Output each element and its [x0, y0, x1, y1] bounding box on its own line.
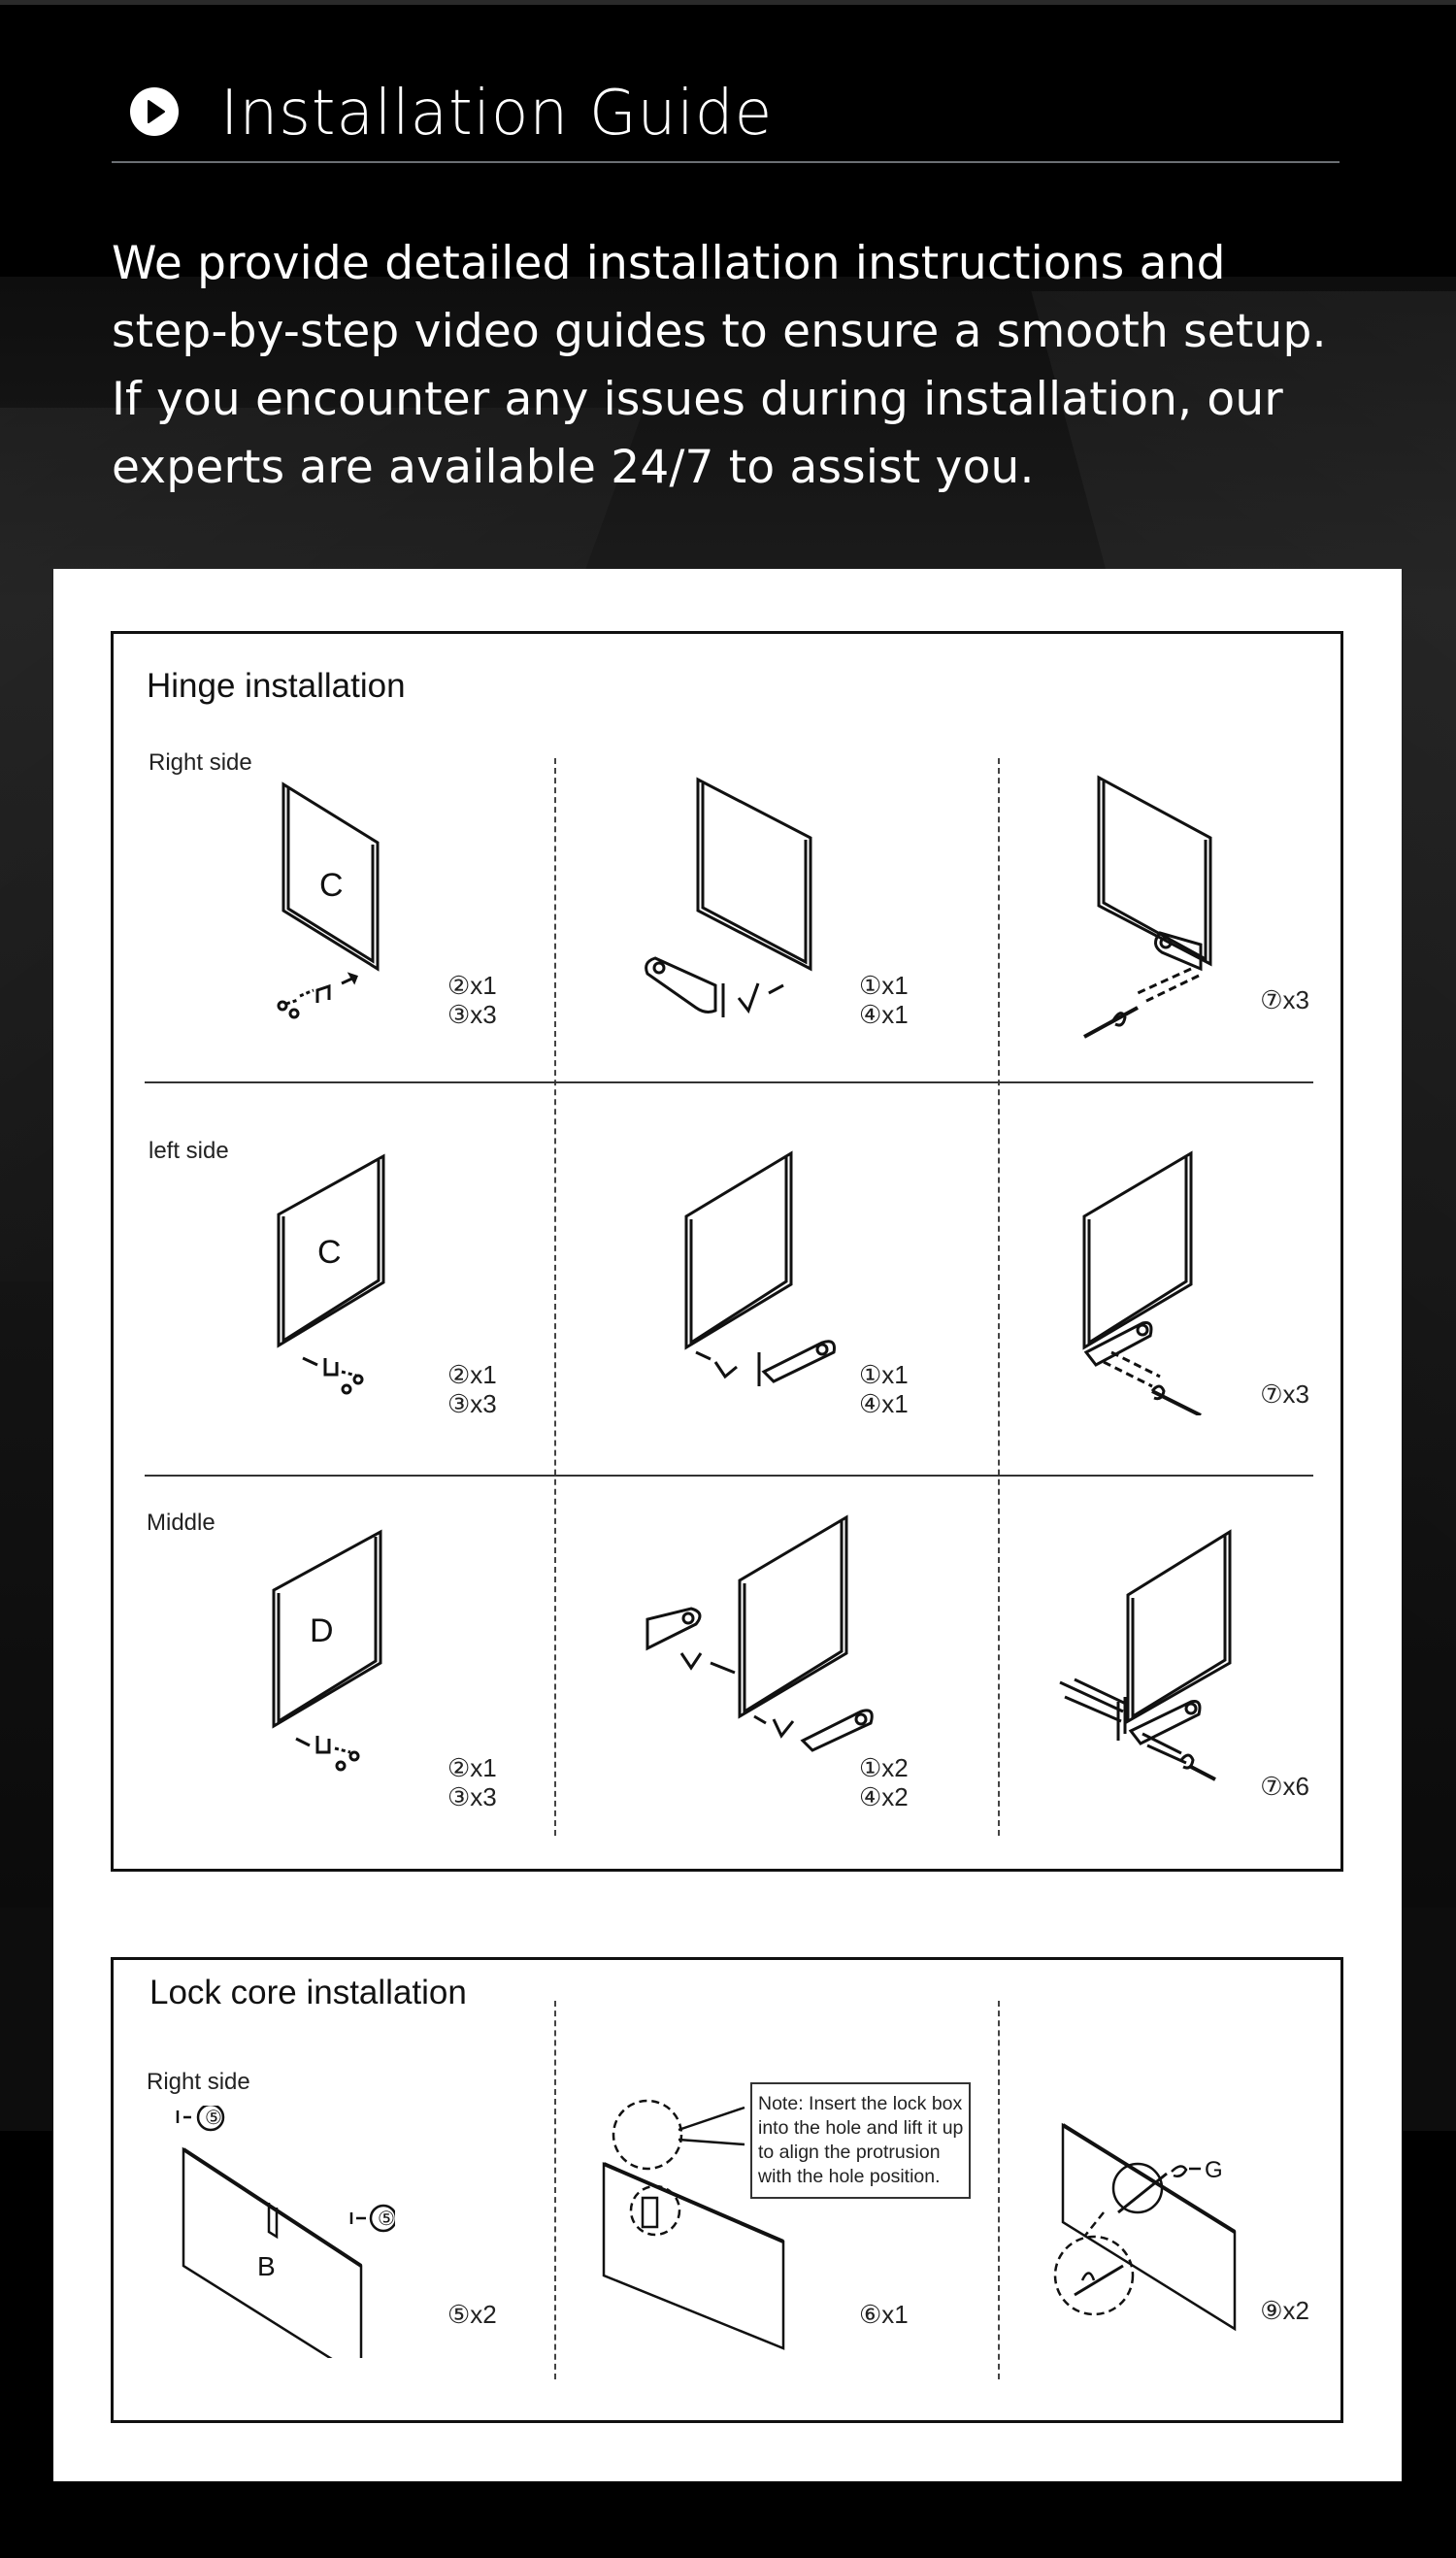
screw-fixing-diagram [1083, 775, 1212, 1039]
intro-line: step-by-step video guides to ensure a sm… [112, 305, 1327, 358]
panel-b-lock-diagram: ⑤ ⑤ B [176, 2106, 395, 2358]
play-circle-icon[interactable] [130, 87, 179, 136]
hinge-attach-diagram [645, 777, 812, 1017]
column-divider [554, 2001, 556, 2379]
panel-d-hinge-diagram: D [272, 1529, 382, 1772]
svg-text:B: B [257, 2251, 276, 2281]
part-quantity: ⑦x6 [1260, 1772, 1309, 1801]
row-label-middle: Middle [147, 1510, 215, 1536]
intro-line: We provide detailed installation instruc… [112, 237, 1226, 290]
screw-fixing-diagram [1082, 1150, 1202, 1415]
svg-text:G: G [1205, 2157, 1223, 2183]
row-label-left-side: left side [149, 1138, 229, 1164]
installation-note: Note: Insert the lock box into the hole … [750, 2082, 972, 2199]
panel-c-hinge-diagram: C [277, 781, 380, 1019]
intro-paragraph: We provide detailed installation instruc… [112, 230, 1393, 502]
column-divider [998, 2001, 1000, 2379]
part-quantity: ⑥x1 [859, 2300, 909, 2329]
part-quantity: ⑦x3 [1260, 985, 1309, 1014]
page-title: Installation Guide [220, 78, 774, 149]
section-header: Installation Guide [112, 68, 1340, 165]
row-label-right-side: Right side [149, 749, 252, 776]
column-divider [998, 758, 1000, 1836]
screw-fixing-diagram [1059, 1529, 1232, 1781]
hinge-attach-diagram [684, 1150, 836, 1386]
svg-text:C: C [319, 867, 344, 904]
header-divider [112, 161, 1340, 163]
panel-title: Lock core installation [149, 1974, 467, 2011]
hinge-installation-panel: Hinge installation Right side C [111, 631, 1343, 1872]
hinge-attach-diagram [645, 1514, 874, 1752]
instruction-sheet: Hinge installation Right side C [53, 569, 1402, 2481]
svg-text:⑤: ⑤ [205, 2108, 222, 2129]
panel-title: Hinge installation [147, 667, 406, 705]
intro-line: experts are available 24/7 to assist you… [112, 441, 1035, 494]
row-divider [145, 1475, 1313, 1477]
intro-line: If you encounter any issues during insta… [112, 373, 1283, 426]
svg-text:⑤: ⑤ [378, 2209, 395, 2230]
top-strip [0, 0, 1456, 5]
lock-box-insert-diagram [602, 2099, 785, 2350]
part-quantity: ⑦x3 [1260, 1379, 1309, 1409]
svg-text:D: D [310, 1612, 334, 1649]
lock-screw-diagram: G [1053, 2122, 1237, 2332]
part-quantity: ⑨x2 [1260, 2296, 1309, 2325]
row-label-right-side: Right side [147, 2069, 250, 2095]
lock-core-installation-panel: Lock core installation Right side ⑤ ⑤ B … [111, 1957, 1343, 2423]
panel-c-hinge-diagram: C [277, 1153, 385, 1395]
svg-text:C: C [317, 1234, 342, 1271]
row-divider [145, 1081, 1313, 1083]
part-quantity: ⑤x2 [447, 2300, 497, 2329]
header-background [0, 0, 1456, 282]
column-divider [554, 758, 556, 1836]
